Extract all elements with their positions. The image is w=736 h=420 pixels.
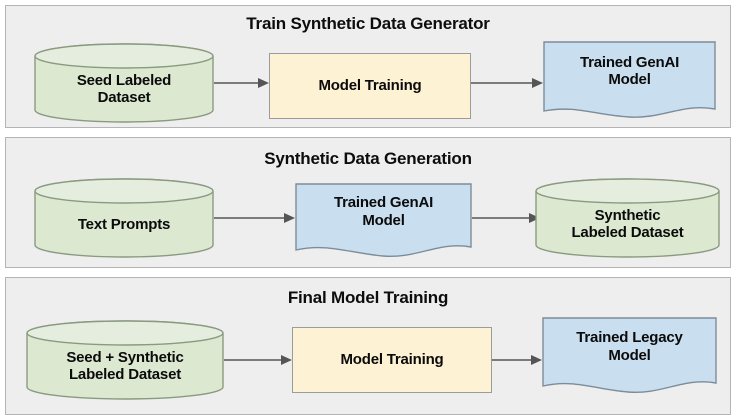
cylinder-icon <box>34 178 214 258</box>
arrow-training-to-genai <box>471 76 543 90</box>
node-label: Model Training <box>340 351 444 369</box>
arrow-seed-to-training <box>214 76 269 90</box>
arrow-genai-to-synthetic <box>472 211 540 225</box>
arrow-dataset-to-training <box>224 353 292 367</box>
node-text-prompts: Text Prompts <box>34 178 214 258</box>
document-icon <box>295 183 472 258</box>
panel-title: Synthetic Data Generation <box>264 149 472 168</box>
panel-title: Final Model Training <box>287 288 449 307</box>
document-icon <box>543 41 716 118</box>
node-model-training: Model Training <box>269 53 471 119</box>
panel-title: Train Synthetic Data Generator <box>246 14 490 33</box>
node-label: Model Training <box>318 77 422 95</box>
cylinder-icon <box>535 178 720 258</box>
arrow-prompts-to-genai <box>214 211 295 225</box>
document-icon <box>542 317 717 394</box>
cylinder-icon <box>26 320 224 400</box>
cylinder-icon <box>34 43 214 123</box>
panel-train-synthetic-data-generator: Train Synthetic Data Generator Seed Labe… <box>5 5 731 128</box>
arrow-training-to-legacy <box>492 353 542 367</box>
panel-synthetic-data-generation: Synthetic Data Generation Text Prompts T… <box>5 137 731 268</box>
node-model-training-2: Model Training <box>292 327 492 393</box>
